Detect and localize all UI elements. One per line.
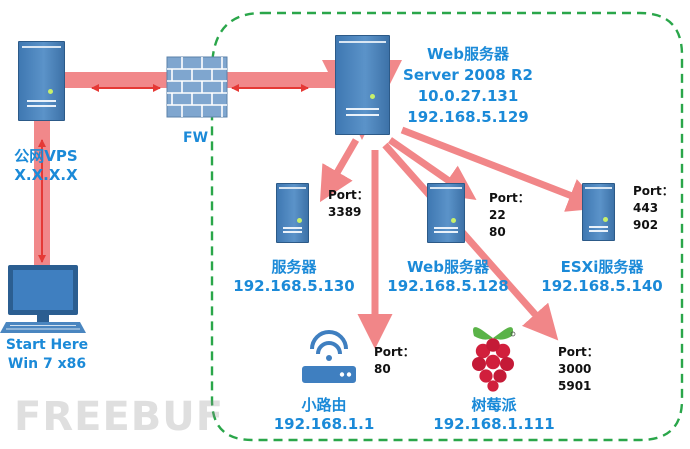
- server-130-name: 服务器: [271, 258, 317, 276]
- port-value: 22: [489, 208, 506, 222]
- attacker-pc-icon: [0, 265, 86, 333]
- port-value: 3000: [558, 362, 592, 376]
- web-server-line3: 10.0.27.131: [417, 87, 519, 105]
- esxi-server-icon: [582, 183, 615, 241]
- web-128-label: Web服务器 192.168.5.128: [378, 258, 518, 296]
- port-value: 5901: [558, 379, 592, 393]
- vps-label: 公网VPS X.X.X.X: [0, 147, 92, 185]
- raspberry-ip: 192.168.1.111: [433, 415, 555, 433]
- esxi-ip: 192.168.5.140: [541, 277, 663, 295]
- web-server-label: Web服务器 Server 2008 R2 10.0.27.131 192.16…: [398, 44, 538, 128]
- internal-network-boundary: [210, 11, 684, 442]
- web-server-line2: Server 2008 R2: [403, 66, 533, 84]
- server-130-ports: Port： 3389: [328, 187, 369, 221]
- router-label: 小路由 192.168.1.1: [264, 396, 384, 434]
- web-128-ip: 192.168.5.128: [387, 277, 509, 295]
- port-value: 902: [633, 218, 659, 232]
- server-130-label: 服务器 192.168.5.130: [226, 258, 362, 296]
- esxi-label: ESXi服务器 192.168.5.140: [532, 258, 672, 296]
- server-130-ip: 192.168.5.130: [233, 277, 355, 295]
- raspberry-label: 树莓派 192.168.1.111: [424, 396, 564, 434]
- web-server-line1: Web服务器: [427, 45, 509, 63]
- web-server-128-icon: [427, 183, 465, 243]
- attacker-label-line1: Start Here: [5, 337, 89, 353]
- firewall-label: FW: [183, 130, 209, 146]
- vps-server-icon: [18, 41, 65, 121]
- router-ports: Port： 80: [374, 344, 415, 378]
- port-title: Port：: [328, 188, 369, 202]
- raspberry-name: 树莓派: [471, 396, 517, 414]
- attacker-label: Start Here Win 7 x86: [0, 336, 94, 374]
- port-title: Port：: [374, 345, 415, 359]
- arrow-to-esxi: [400, 126, 604, 212]
- port-title: Port：: [489, 191, 530, 205]
- raspberry-ports: Port： 3000 5901: [558, 344, 599, 395]
- web-server-line4: 192.168.5.129: [407, 108, 529, 126]
- firewall-icon: [166, 56, 228, 118]
- arrow-to-raspberry: [382, 142, 559, 341]
- router-icon: [302, 330, 356, 383]
- port-title: Port：: [558, 345, 599, 359]
- port-value: 80: [489, 225, 506, 239]
- web-128-ports: Port： 22 80: [489, 190, 530, 241]
- port-title: Port：: [633, 184, 674, 198]
- router-ip: 192.168.1.1: [273, 415, 375, 433]
- esxi-name: ESXi服务器: [560, 258, 644, 276]
- port-value: 80: [374, 362, 391, 376]
- server-130-icon: [276, 183, 309, 243]
- vps-label-line2: X.X.X.X: [14, 166, 78, 184]
- watermark: FREEBUF: [14, 394, 225, 440]
- arrow-to-server-130: [319, 138, 360, 203]
- attacker-label-line2: Win 7 x86: [7, 356, 87, 372]
- router-name: 小路由: [301, 396, 347, 414]
- vps-label-line1: 公网VPS: [14, 147, 78, 165]
- web-128-name: Web服务器: [407, 258, 489, 276]
- esxi-ports: Port： 443 902: [633, 183, 674, 234]
- port-value: 3389: [328, 205, 362, 219]
- web-server-icon: [335, 35, 390, 135]
- port-value: 443: [633, 201, 659, 215]
- raspberry-pi-icon: [472, 327, 516, 392]
- scan-arrows: [319, 126, 604, 349]
